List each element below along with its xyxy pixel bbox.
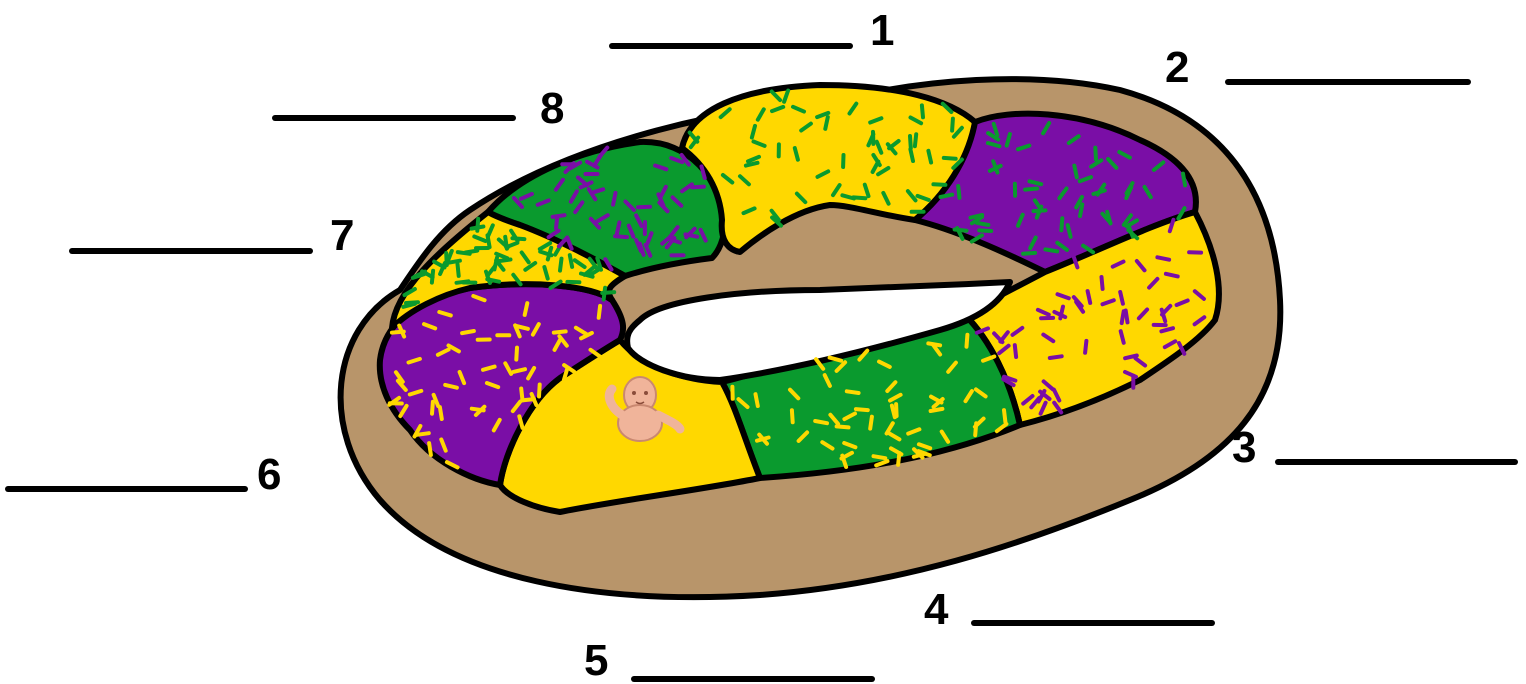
sprinkle [1085,341,1086,353]
sprinkle [825,117,828,129]
sprinkle [1034,210,1046,211]
sprinkle [617,222,620,234]
sprinkle [602,292,614,293]
sprinkle [1068,225,1071,237]
sprinkle [915,134,916,146]
sprinkle [847,391,859,393]
sprinkle [560,259,562,271]
sprinkle [554,331,566,332]
sprinkle [417,433,429,435]
sprinkle [837,426,849,427]
sprinkle [870,417,872,429]
sprinkle [615,236,627,237]
sprinkle [815,421,827,423]
sprinkle [746,163,758,166]
sprinkle [457,281,469,283]
sprinkle [896,404,897,416]
sprinkle [1025,189,1037,190]
sprinkle [1122,311,1124,323]
sprinkle [521,389,522,401]
sprinkle [1074,166,1077,178]
sprinkle [1166,274,1178,277]
sprinkle [941,195,953,197]
sprinkle [513,369,525,372]
sprinkle [1095,148,1096,160]
label-number-2: 2 [1165,43,1189,92]
sprinkle [967,335,968,347]
sprinkle [553,215,565,217]
sprinkle [570,255,572,267]
sprinkle [856,409,868,410]
sprinkle [979,230,991,231]
sprinkle [1126,311,1128,323]
sprinkle [458,264,459,276]
sprinkle [1120,292,1123,304]
sprinkle [1050,356,1062,358]
sprinkle [1183,174,1185,186]
sprinkle [1060,307,1063,319]
sprinkle [692,187,704,188]
sprinkle [977,223,989,225]
sprinkle [1004,410,1005,422]
sprinkle [952,119,953,131]
sprinkle [910,136,911,148]
sprinkle [440,407,442,419]
label-number-7: 7 [330,211,354,260]
sprinkle [1015,345,1016,357]
sprinkle [462,331,474,333]
sprinkle [445,385,457,388]
sprinkle [1080,204,1082,216]
label-number-8: 8 [540,84,564,133]
label-number-6: 6 [257,450,281,499]
sprinkle [432,402,433,414]
sprinkle [756,394,758,406]
sprinkle [922,105,923,117]
sprinkle [931,409,943,411]
sprinkle [1030,181,1042,184]
sprinkle [898,453,899,465]
sprinkle [1102,277,1103,289]
sprinkle [499,260,511,262]
sprinkle [466,251,478,253]
sprinkle [1088,291,1091,303]
sprinkle [406,302,418,303]
label-number-5: 5 [584,636,608,684]
sprinkle [512,238,524,239]
label-number-3: 3 [1232,423,1256,472]
sprinkle [1045,249,1057,251]
sprinkle [928,151,931,163]
label-number-4: 4 [924,585,949,634]
sprinkle [505,237,507,249]
sprinkle [944,158,956,159]
sprinkle [910,149,913,161]
sprinkle [429,443,431,455]
sprinkle [472,227,484,229]
sprinkle [613,193,615,205]
sprinkle [516,348,517,360]
sprinkle [1157,257,1169,259]
sprinkle [539,385,540,397]
sprinkle [933,184,945,185]
sprinkle [874,456,886,458]
sprinkle [525,303,528,315]
sprinkle [792,410,793,422]
sprinkle [958,186,959,198]
sprinkle [1061,218,1062,230]
sprinkle [599,306,600,318]
sprinkle [1023,253,1035,254]
label-number-1: 1 [870,6,894,55]
